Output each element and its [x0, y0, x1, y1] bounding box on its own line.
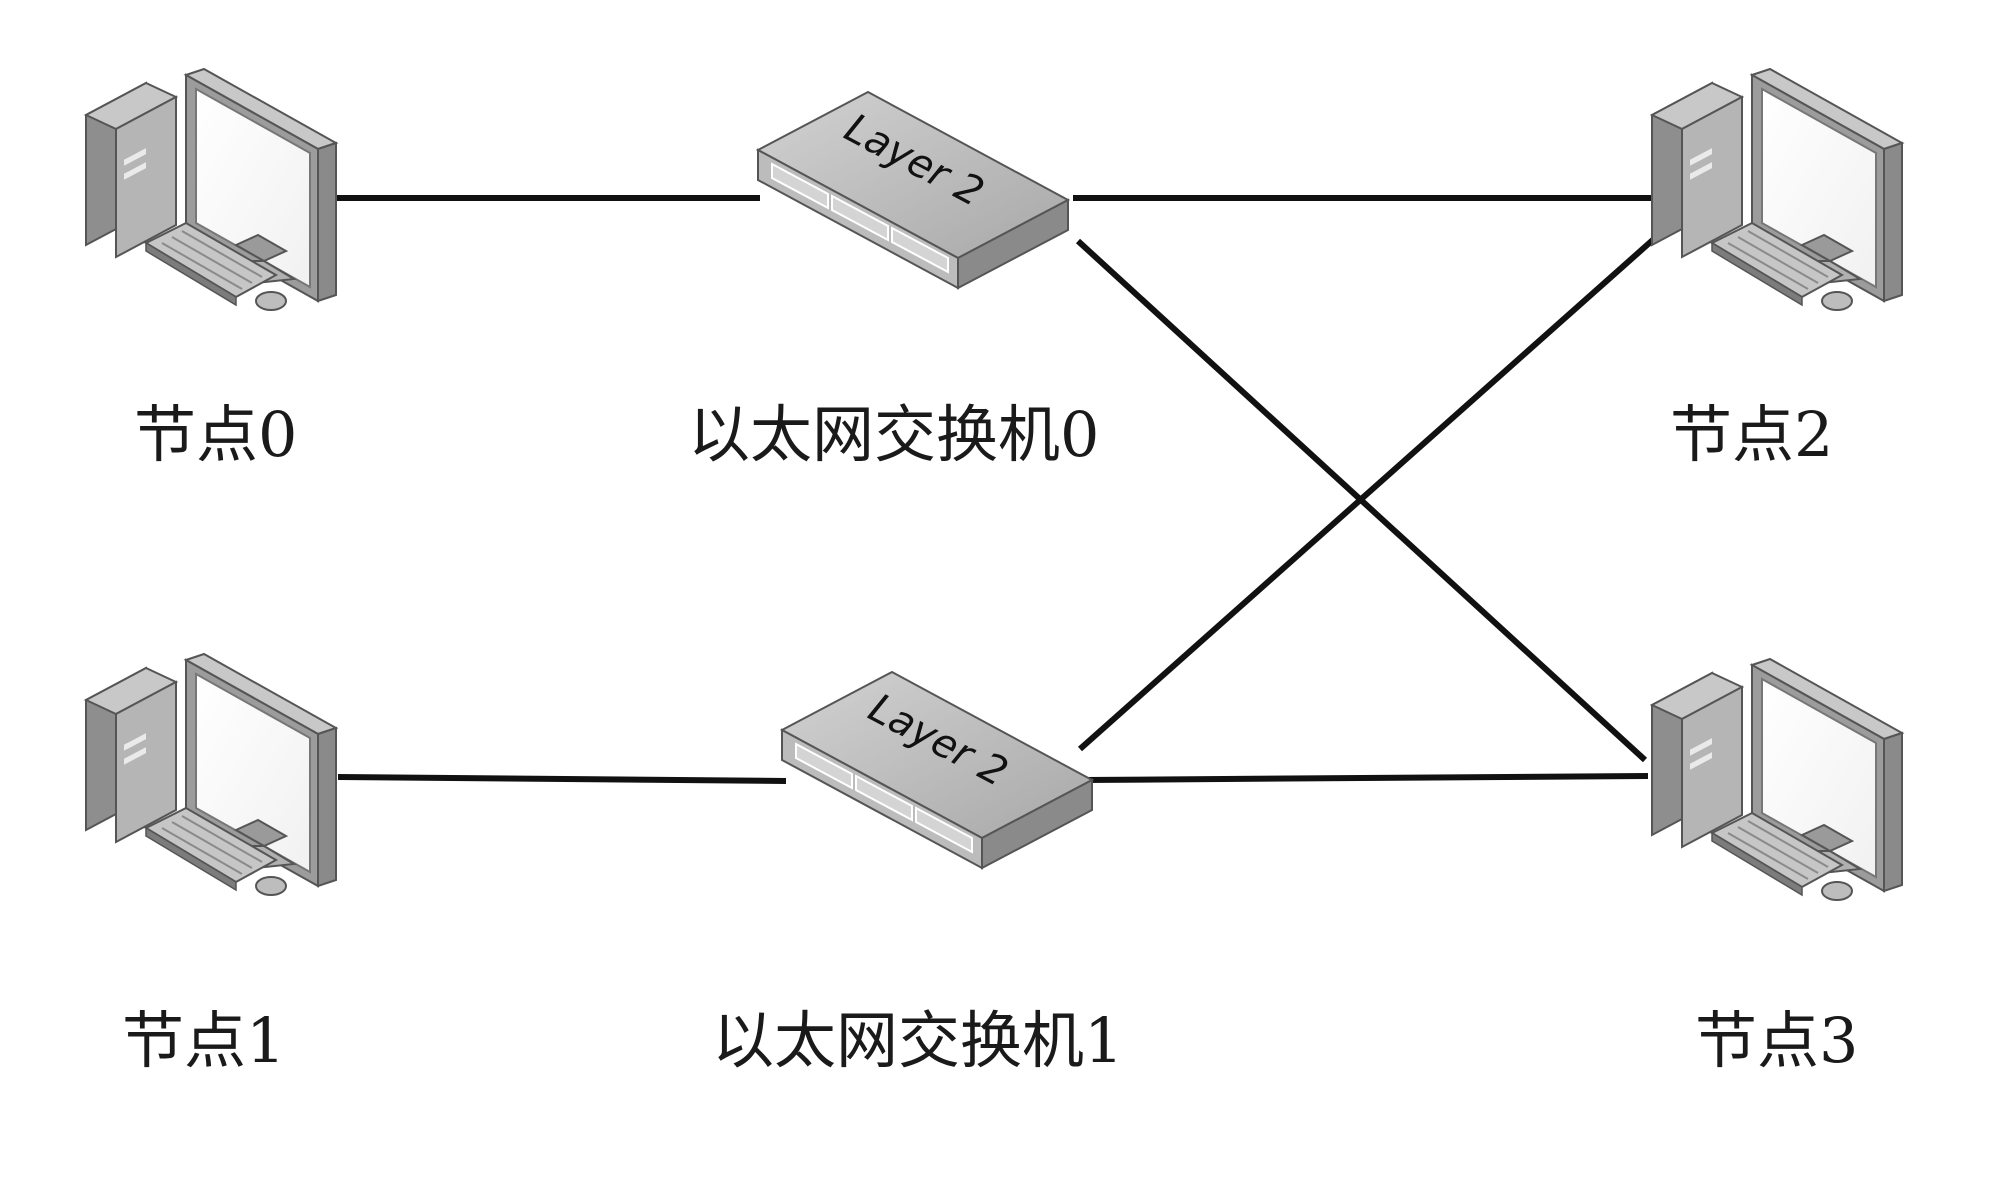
node-label-node2: 节点2: [1670, 398, 1834, 471]
desktop-computer-icon: [1651, 68, 1903, 311]
link-node1-switch1: [337, 774, 787, 784]
layer2-switch-icon: Layer 2: [781, 671, 1093, 869]
desktop-computer-icon: [1651, 658, 1903, 901]
link-switch1-node3: [1083, 773, 1649, 783]
switch-label-switch1: 以太网交换机1: [712, 1004, 1124, 1077]
links-group: [333, 195, 1657, 784]
node-label-node0: 节点0: [134, 398, 298, 471]
switch-label-switch0: 以太网交换机0: [688, 398, 1100, 471]
layer2-switch-icon: Layer 2: [757, 91, 1069, 289]
desktop-computer-icon: [85, 653, 337, 896]
node-label-node1: 节点1: [122, 1004, 286, 1077]
desktop-computer-icon: [85, 68, 337, 311]
node-label-node3: 节点3: [1695, 1004, 1859, 1077]
link-switch1-node2: [1078, 235, 1657, 752]
